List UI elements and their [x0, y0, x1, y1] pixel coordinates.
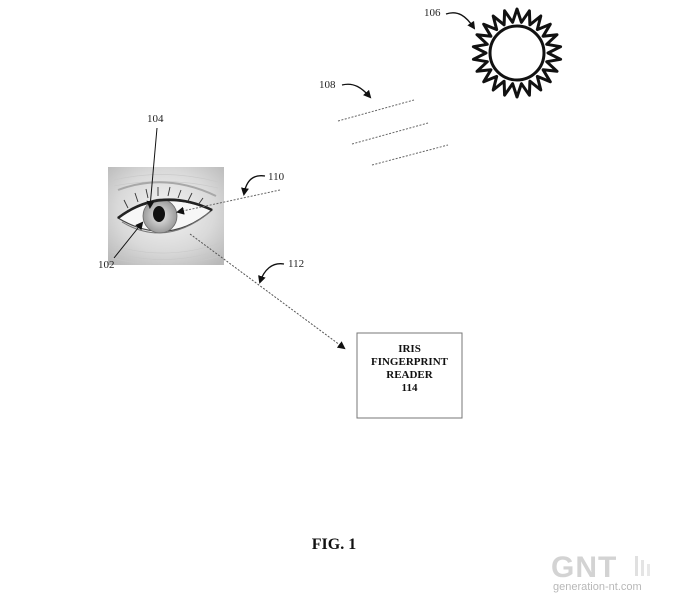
arrow-eye-reflection — [241, 175, 266, 196]
iris-fingerprint-reader: IRIS FINGERPRINT READER 114 — [356, 332, 463, 419]
light-ray — [351, 122, 429, 145]
reader-label-line3: READER — [386, 369, 434, 381]
eye-image — [108, 167, 224, 265]
label-eye-reflection: 110 — [268, 171, 285, 183]
light-rays — [337, 99, 449, 166]
reader-label-line4: 114 — [402, 382, 418, 394]
watermark-site: generation-nt.com — [553, 581, 642, 593]
light-ray — [371, 144, 449, 166]
watermark-logo: GNT generation-nt.com — [551, 551, 650, 593]
label-sun: 106 — [424, 7, 441, 19]
label-scan-path: 112 — [288, 258, 304, 270]
label-pupil: 104 — [147, 113, 164, 125]
arrow-light-rays — [341, 83, 372, 99]
label-light-rays: 108 — [319, 79, 336, 91]
arrow-sun — [445, 12, 476, 30]
reader-label-line1: IRIS — [398, 343, 421, 355]
scan-path-line — [189, 233, 346, 350]
arrow-scan-path — [258, 263, 285, 284]
figure-caption: FIG. 1 — [312, 536, 356, 553]
reader-label-line2: FINGERPRINT — [371, 356, 449, 368]
pupil — [153, 206, 165, 222]
sun-icon — [471, 7, 563, 99]
arrow-pupil — [146, 127, 158, 209]
label-iris: 102 — [98, 259, 115, 271]
light-ray — [337, 99, 415, 122]
arrow-iris — [113, 221, 144, 259]
watermark-logo-text: GNT — [551, 551, 617, 584]
